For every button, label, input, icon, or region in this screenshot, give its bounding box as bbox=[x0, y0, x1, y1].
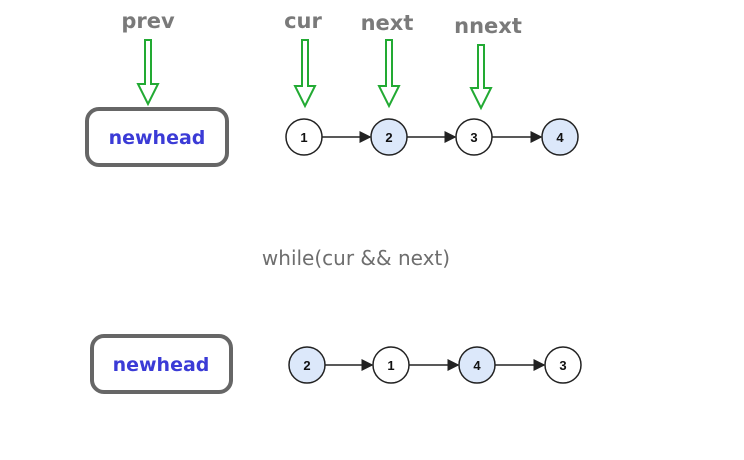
newhead-box-bottom bbox=[90, 334, 233, 394]
after-node-label: 3 bbox=[559, 358, 566, 373]
after-node-label: 1 bbox=[387, 358, 394, 373]
after-node-label: 4 bbox=[473, 358, 481, 373]
before-node bbox=[541, 118, 579, 156]
after-node bbox=[458, 346, 496, 384]
newhead-box-top bbox=[85, 107, 229, 167]
before-node bbox=[285, 118, 323, 156]
before-node bbox=[455, 118, 493, 156]
list-after-swap: 2 1 4 3 bbox=[288, 346, 582, 384]
pointer-arrow-prev bbox=[136, 39, 160, 107]
before-node bbox=[370, 118, 408, 156]
pointer-label-cur: cur bbox=[284, 9, 322, 33]
before-node-label: 3 bbox=[470, 130, 477, 145]
pointer-label-prev: prev bbox=[121, 9, 175, 33]
pointer-arrow-cur bbox=[293, 39, 317, 109]
pointer-arrow-next bbox=[377, 39, 401, 109]
list-before-swap: 1 2 3 4 bbox=[285, 118, 579, 156]
after-node bbox=[288, 346, 326, 384]
newhead-label-top: newhead bbox=[109, 127, 206, 149]
before-node-label: 2 bbox=[385, 130, 392, 145]
after-node bbox=[372, 346, 410, 384]
loop-condition-label: while(cur && next) bbox=[262, 246, 450, 270]
pointer-arrow-nnext bbox=[469, 44, 493, 111]
before-node-label: 1 bbox=[300, 130, 307, 145]
newhead-label-bottom: newhead bbox=[113, 354, 210, 376]
before-node-label: 4 bbox=[556, 130, 564, 145]
pointer-label-next: next bbox=[361, 11, 414, 35]
after-node-label: 2 bbox=[303, 358, 310, 373]
after-node bbox=[544, 346, 582, 384]
pointer-label-nnext: nnext bbox=[454, 14, 522, 38]
